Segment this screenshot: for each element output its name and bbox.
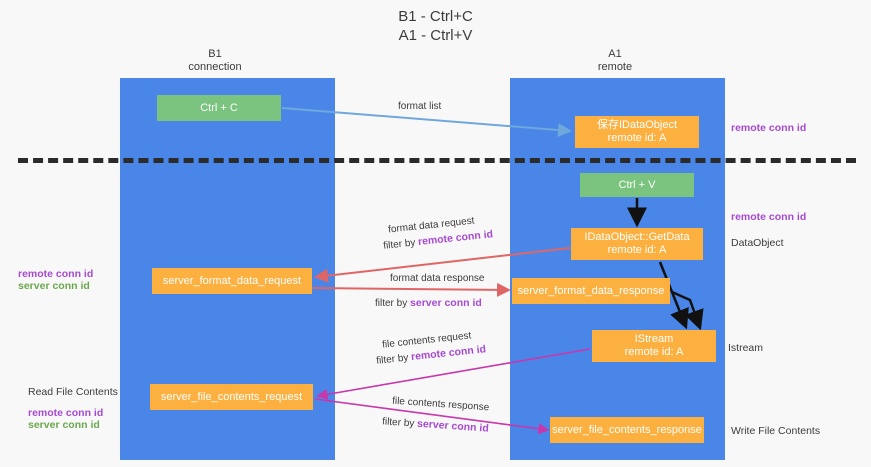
edge-label-format-data-response-filter: filter by server conn id <box>375 296 482 311</box>
node-ctrl-c[interactable]: Ctrl + C <box>157 95 281 121</box>
side-label-dataobject: DataObject <box>731 237 784 249</box>
server-conn-id-key: server conn id <box>410 297 482 309</box>
node-server-format-data-response[interactable]: server_format_data_response <box>512 278 670 304</box>
column-header-b1: B1 connection <box>188 48 242 73</box>
filter-prefix: filter by <box>375 352 412 367</box>
node-save-idataobject[interactable]: 保存IDataObject remote id: A <box>575 116 699 148</box>
legend-server-conn-id: server conn id <box>18 280 90 292</box>
page-title: B1 - Ctrl+C A1 - Ctrl+V <box>398 8 473 44</box>
node-idataobject-getdata[interactable]: IDataObject::GetData remote id: A <box>571 228 703 260</box>
edge-label-file-contents-response-filter: filter by server conn id <box>382 414 490 436</box>
label-read-file-contents: Read File Contents <box>28 386 118 398</box>
legend-server-conn-id-2: server conn id <box>28 419 100 431</box>
edge-label-format-list: format list <box>398 101 442 112</box>
edge-label-format-data-response: format data response <box>390 273 485 284</box>
legend-remote-conn-id-2: remote conn id <box>28 407 104 419</box>
section-divider <box>18 158 856 163</box>
filter-prefix: filter by <box>381 416 418 430</box>
legend-left-middle: remote conn id server conn id <box>18 268 93 292</box>
side-label-write-file-contents: Write File Contents <box>731 425 821 437</box>
node-ctrl-v[interactable]: Ctrl + V <box>580 173 694 197</box>
edge-format-data-response <box>312 282 511 297</box>
edge-label-file-contents-response: file contents response <box>391 395 490 414</box>
node-istream[interactable]: IStream remote id: A <box>592 330 716 362</box>
side-label-remote-conn-id-top: remote conn id <box>731 122 807 134</box>
column-header-a1: A1 remote <box>597 48 633 73</box>
server-conn-id-key: server conn id <box>416 417 490 435</box>
node-server-file-contents-response[interactable]: server_file_contents_response <box>550 417 704 443</box>
legend-left-bottom: Read File Contents remote conn id server… <box>28 385 118 431</box>
side-label-remote-conn-id-mid: remote conn id <box>731 211 807 223</box>
filter-prefix: filter by <box>375 298 411 309</box>
node-server-file-contents-request[interactable]: server_file_contents_request <box>150 384 313 410</box>
legend-remote-conn-id: remote conn id <box>18 268 94 280</box>
node-server-format-data-request[interactable]: server_format_data_request <box>152 268 312 294</box>
filter-prefix: filter by <box>382 237 419 252</box>
side-label-istream: Istream <box>728 342 764 354</box>
